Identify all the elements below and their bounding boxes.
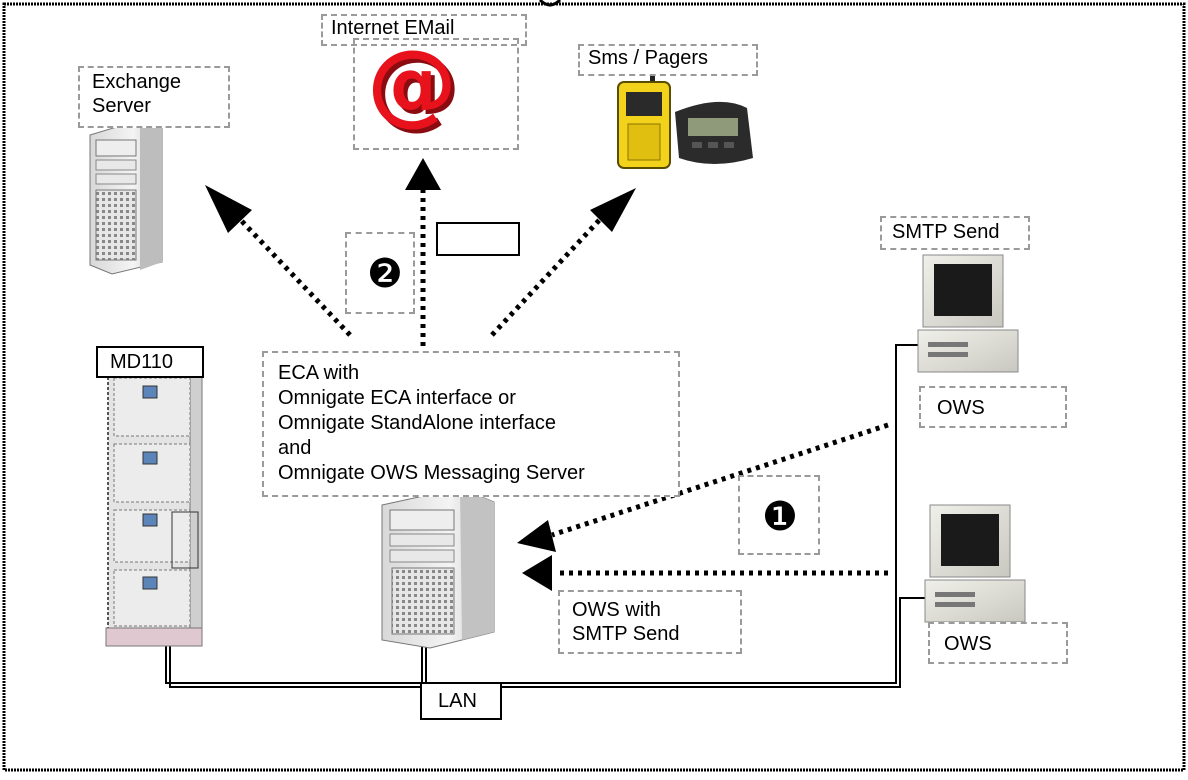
svg-text:@: @	[371, 35, 461, 140]
arrowhead-ows	[522, 555, 552, 591]
step2-marker-box: ❷	[345, 232, 415, 314]
svg-text:@: @	[367, 31, 457, 136]
lan-label: LAN	[420, 682, 502, 720]
sms-pagers-label: Sms / Pagers	[578, 44, 758, 76]
desktop-computer-icon	[917, 254, 1019, 373]
arrowhead-sms	[590, 188, 636, 232]
lan-cabling	[165, 344, 926, 688]
step1-marker-box: ❶	[738, 475, 820, 555]
arrow-to-exchange	[233, 212, 352, 337]
at-sign-icon: @ @	[367, 31, 461, 140]
internet-email-frame	[353, 38, 519, 150]
exchange-server-label: Exchange Server	[78, 66, 230, 128]
mobile-phone-icon	[617, 58, 671, 169]
ows-with-smtp-label: OWS with SMTP Send	[558, 590, 742, 654]
server-tower-icon	[381, 487, 495, 649]
pbx-cabinet-icon	[105, 371, 203, 647]
blank-box	[436, 222, 520, 256]
smtp-send-label: SMTP Send	[880, 216, 1030, 250]
ows-label-2: OWS	[928, 622, 1068, 664]
arrowhead-exchange	[205, 185, 252, 233]
step1-arrows	[517, 422, 889, 591]
arrowhead-smtp-ows	[517, 520, 556, 552]
clipped-title-fragment	[538, 0, 562, 7]
eca-description-box: ECA with Omnigate ECA interface or Omnig…	[262, 351, 680, 497]
ows-label-1: OWS	[919, 386, 1067, 428]
step2-arrows	[205, 158, 636, 355]
step-1-marker: ❶	[762, 494, 798, 540]
internet-email-label: Internet EMail	[321, 14, 527, 46]
arrow-to-sms	[490, 212, 607, 337]
md110-label: MD110	[96, 346, 204, 378]
desktop-computer-icon	[924, 504, 1026, 623]
step-2-marker: ❷	[367, 251, 403, 297]
arrowhead-internet-email	[405, 158, 441, 190]
server-tower-icon	[89, 119, 163, 275]
pager-icon	[675, 101, 753, 164]
